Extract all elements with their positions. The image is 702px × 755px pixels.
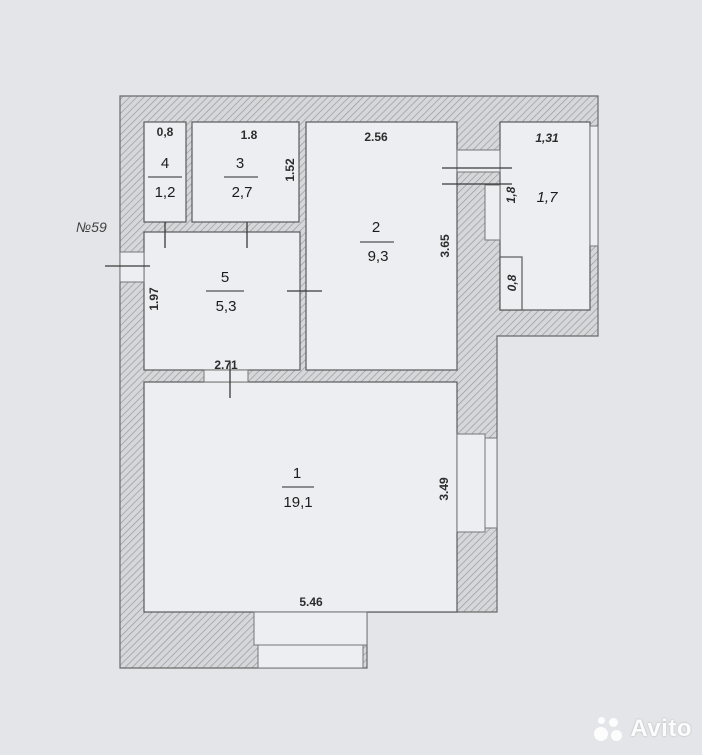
room-5 [143,231,301,371]
opening-r5-r1 [203,369,249,383]
room-3 [191,121,300,223]
room-4-number: 4 [161,155,169,172]
opening-bottom-window [253,611,368,646]
room-6-area: 1,7 [537,189,559,206]
room-5-number: 5 [221,269,229,286]
dim-r5-depth: 1.97 [147,287,161,311]
room-6-alcove [499,256,523,311]
dim-r4-width: 0,8 [157,125,174,139]
room-1-number: 1 [293,465,301,482]
flat-number: №59 [76,219,107,235]
dim-r2-width: 2.56 [364,130,388,144]
opening-right-window [456,433,486,533]
room-5-area: 5,3 [216,298,237,315]
room-3-area: 2,7 [232,184,253,201]
avito-wordmark: Avito [630,715,692,742]
room-4 [143,121,187,223]
opening-wc-niche [484,184,501,241]
dim-r1-depth: 3.49 [437,477,451,501]
dim-r3-width: 1.8 [241,128,258,142]
dim-r6-width: 1,31 [535,131,559,145]
room-2-number: 2 [372,219,380,236]
opening-bottom-sill [257,644,364,669]
avito-logo-icon [594,715,624,743]
opening-right-sill [484,437,498,529]
room-2-area: 9,3 [368,248,389,265]
room-1 [143,381,458,613]
dim-r5-width: 2.71 [214,358,238,372]
dim-r6-sub: 0,8 [505,274,519,291]
room-4-area: 1,2 [155,184,176,201]
opening-entry [119,251,145,283]
dim-r6-depth: 1,8 [504,186,518,203]
opening-top-right [589,125,599,247]
dim-r3-depth: 1.52 [283,158,297,182]
dim-r1-width: 5.46 [299,595,323,609]
opening-wc-passage [456,149,501,173]
dim-r2-depth: 3.65 [438,234,452,258]
room-2 [305,121,458,371]
avito-watermark: Avito [594,715,692,743]
room-3-number: 3 [236,155,244,172]
room-1-area: 19,1 [283,494,312,511]
